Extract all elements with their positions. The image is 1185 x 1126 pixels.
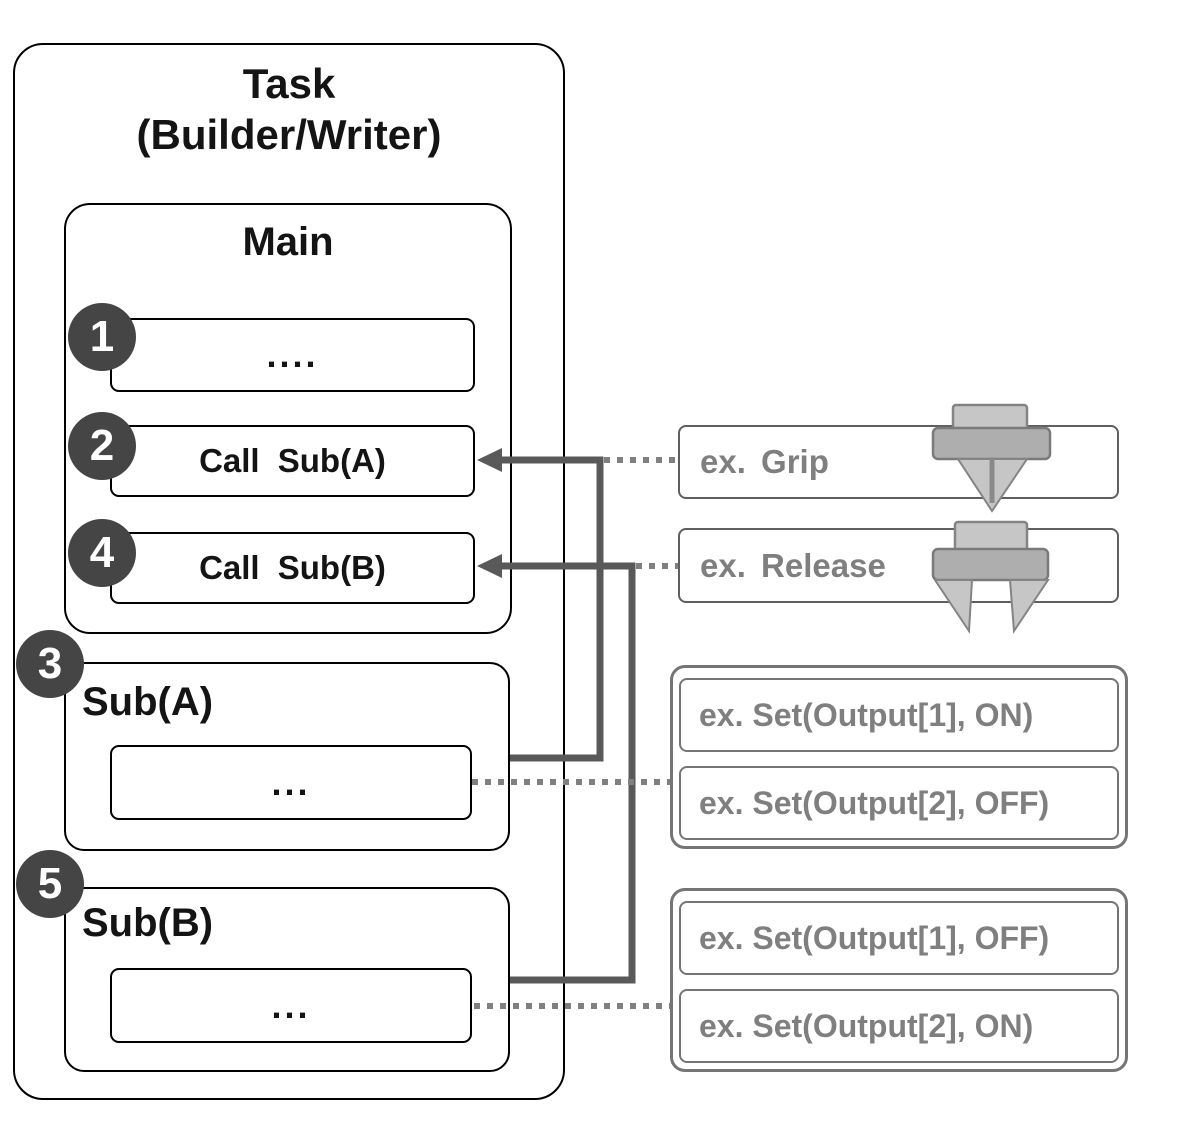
sub-b-action-1-box: ex. Set(Output[1], OFF) <box>679 901 1119 975</box>
sub-a-action-1-label: ex. Set(Output[1], ON) <box>699 696 1034 733</box>
step-badge-3: 3 <box>16 630 84 698</box>
sub-b-action-1-label: ex. Set(Output[1], OFF) <box>699 919 1050 956</box>
task-title-line2: (Builder/Writer) <box>136 111 442 159</box>
step-badge-5: 5 <box>16 850 84 918</box>
sub-b-body-box: ... <box>110 968 472 1043</box>
example-release-label: ex. Release <box>700 546 886 584</box>
sub-a-action-1-box: ex. Set(Output[1], ON) <box>679 678 1119 752</box>
step-badge-4: 4 <box>68 519 136 587</box>
sub-b-title: Sub(B) <box>82 901 214 945</box>
task-title-line1: Task <box>242 60 336 107</box>
sub-b-action-2-label: ex. Set(Output[2], ON) <box>699 1007 1034 1044</box>
example-grip-label: ex. Grip <box>700 443 829 480</box>
sub-b-body-label: ... <box>271 984 311 1026</box>
sub-a-title: Sub(A) <box>82 680 214 724</box>
main-step-placeholder-label: .... <box>266 334 319 375</box>
task-title: Task (Builder/Writer) <box>13 58 565 160</box>
main-step-placeholder-box: .... <box>110 318 475 392</box>
main-step-call-sub-a-label: Call Sub(A) <box>199 442 386 479</box>
sub-a-body-label: ... <box>271 761 311 803</box>
main-step-call-sub-b-label: Call Sub(B) <box>199 549 386 586</box>
step-badge-2: 2 <box>68 412 136 480</box>
example-release-box: ex. Release <box>678 528 1119 603</box>
step-badge-1: 1 <box>68 303 136 371</box>
main-step-call-sub-b-box: Call Sub(B) <box>110 532 475 604</box>
sub-a-action-2-box: ex. Set(Output[2], OFF) <box>679 766 1119 840</box>
main-title: Main <box>242 220 334 264</box>
sub-b-action-2-box: ex. Set(Output[2], ON) <box>679 989 1119 1063</box>
example-grip-box: ex. Grip <box>678 425 1119 499</box>
main-step-call-sub-a-box: Call Sub(A) <box>110 425 475 497</box>
sub-a-body-box: ... <box>110 745 472 820</box>
sub-a-action-2-label: ex. Set(Output[2], OFF) <box>699 784 1050 821</box>
